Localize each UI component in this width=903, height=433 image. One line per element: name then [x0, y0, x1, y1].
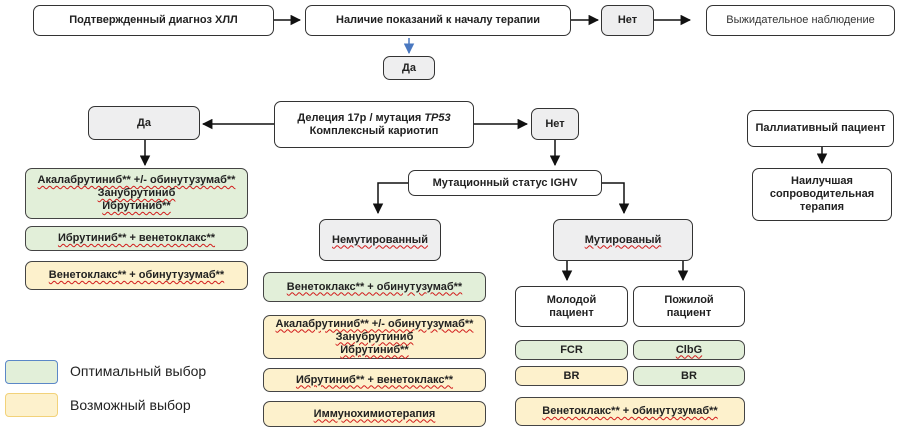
watchful-waiting-label: Выжидательное наблюдение	[726, 14, 875, 26]
young-yellow-box: BR	[515, 366, 628, 386]
left-yellow-label: Венетоклакс** + обинутузумаб**	[48, 269, 225, 281]
ighv-status-label: Мутационный статус IGHV	[432, 176, 578, 189]
yes-box-left: Да	[88, 106, 200, 140]
yes-label-top: Да	[402, 61, 416, 74]
diagnosis-box: Подтвержденный диагноз ХЛЛ	[33, 5, 274, 36]
unmutated-yellow-box-1: Акалабрутиниб** +/- обинутузумаб** Зануб…	[263, 315, 486, 359]
no-box-top: Нет	[601, 5, 654, 36]
palliative-label: Паллиативный пациент	[755, 122, 886, 134]
unmutated-yellow-1-line-1: Акалабрутиниб** +/- обинутузумаб**	[275, 317, 474, 330]
watchful-waiting-box: Выжидательное наблюдение	[706, 5, 895, 36]
unmutated-green-box: Венетоклакс** + обинутузумаб**	[263, 272, 486, 302]
left-green-2-label: Ибрутиниб** + венетоклакс**	[57, 232, 216, 244]
elderly-patient-box: Пожилой пациент	[633, 286, 745, 327]
left-yellow-box: Венетоклакс** + обинутузумаб**	[25, 261, 248, 290]
ighv-status-box: Мутационный статус IGHV	[408, 170, 602, 196]
unmutated-yellow-1-line-3: Ибрутиниб**	[340, 343, 409, 356]
deletion-gene: ТР53	[424, 111, 451, 124]
no-label-right: Нет	[545, 117, 565, 130]
deletion-prefix: Делеция 17р / мутация	[297, 111, 425, 124]
arrow-ighv-to-unmutated	[372, 182, 408, 215]
young-yellow-label: BR	[563, 369, 580, 382]
left-green-box-1: Акалабрутиниб** +/- обинутузумаб** Зануб…	[25, 168, 248, 219]
unmutated-yellow-1-line-2: Занубрутиниб	[335, 330, 414, 343]
yes-box-top: Да	[383, 56, 435, 80]
unmutated-yellow-3-label: Иммунохимиотерапия	[313, 407, 436, 420]
no-box-right: Нет	[531, 108, 579, 140]
young-patient-box: Молодой пациент	[515, 286, 628, 327]
young-green-box: FCR	[515, 340, 628, 360]
unmutated-box: Немутированный	[319, 219, 441, 261]
no-label-top: Нет	[617, 14, 638, 26]
yes-label-left: Да	[137, 116, 151, 129]
young-green-label: FCR	[560, 343, 583, 356]
legend-optimal-label: Оптимальный выбор	[70, 363, 207, 379]
left-green-1-line-2: Занубрутиниб	[97, 187, 176, 199]
best-care-box: Наилучшая сопроводительная терапия	[752, 168, 892, 221]
left-green-box-2: Ибрутиниб** + венетоклакс**	[25, 226, 248, 251]
unmutated-yellow-box-3: Иммунохимиотерапия	[263, 401, 486, 427]
indications-label: Наличие показаний к началу терапии	[336, 14, 540, 26]
legend-possible-label: Возможный выбор	[70, 397, 191, 413]
elderly-yellow-box: BR	[633, 366, 745, 386]
mutated-box: Мутированый	[553, 219, 693, 261]
legend-optimal-swatch	[5, 360, 58, 384]
unmutated-yellow-box-2: Ибрутиниб** + венетоклакс**	[263, 368, 486, 392]
young-line-2: пациент	[549, 306, 594, 319]
unmutated-yellow-2-label: Ибрутиниб** + венетоклакс**	[295, 373, 454, 386]
deletion-line-1: Делеция 17р / мутация ТР53	[297, 112, 450, 125]
care-line-1: Наилучшая	[791, 175, 853, 187]
elderly-yellow-label: BR	[681, 369, 697, 382]
left-green-1-line-3: Ибрутиниб**	[102, 200, 171, 212]
legend-possible-swatch	[5, 393, 58, 417]
elderly-line-2: пациент	[666, 306, 712, 319]
young-line-1: Молодой	[546, 293, 597, 306]
care-line-2: сопроводительная	[769, 188, 875, 200]
arrow-ighv-to-mutated	[602, 182, 630, 215]
mutated-label: Мутированый	[584, 233, 662, 246]
elderly-green-label: ClbG	[675, 343, 703, 356]
deletion-line-2: Комплексный кариотип	[309, 124, 439, 137]
left-green-1-line-1: Акалабрутиниб** +/- обинутузумаб**	[37, 174, 236, 186]
indications-box: Наличие показаний к началу терапии	[305, 5, 571, 36]
palliative-box: Паллиативный пациент	[747, 110, 894, 147]
unmutated-label: Немутированный	[332, 233, 428, 246]
deletion-box: Делеция 17р / мутация ТР53 Комплексный к…	[274, 101, 474, 148]
elderly-line-1: Пожилой	[664, 293, 714, 306]
care-line-3: терапия	[799, 201, 845, 213]
diagnosis-label: Подтвержденный диагноз ХЛЛ	[69, 14, 238, 26]
mutated-yellow-box: Венетоклакс** + обинутузумаб**	[515, 397, 745, 426]
elderly-green-box: ClbG	[633, 340, 745, 360]
mutated-yellow-label: Венетоклакс** + обинутузумаб**	[542, 405, 718, 417]
unmutated-green-label: Венетоклакс** + обинутузумаб**	[286, 280, 463, 293]
